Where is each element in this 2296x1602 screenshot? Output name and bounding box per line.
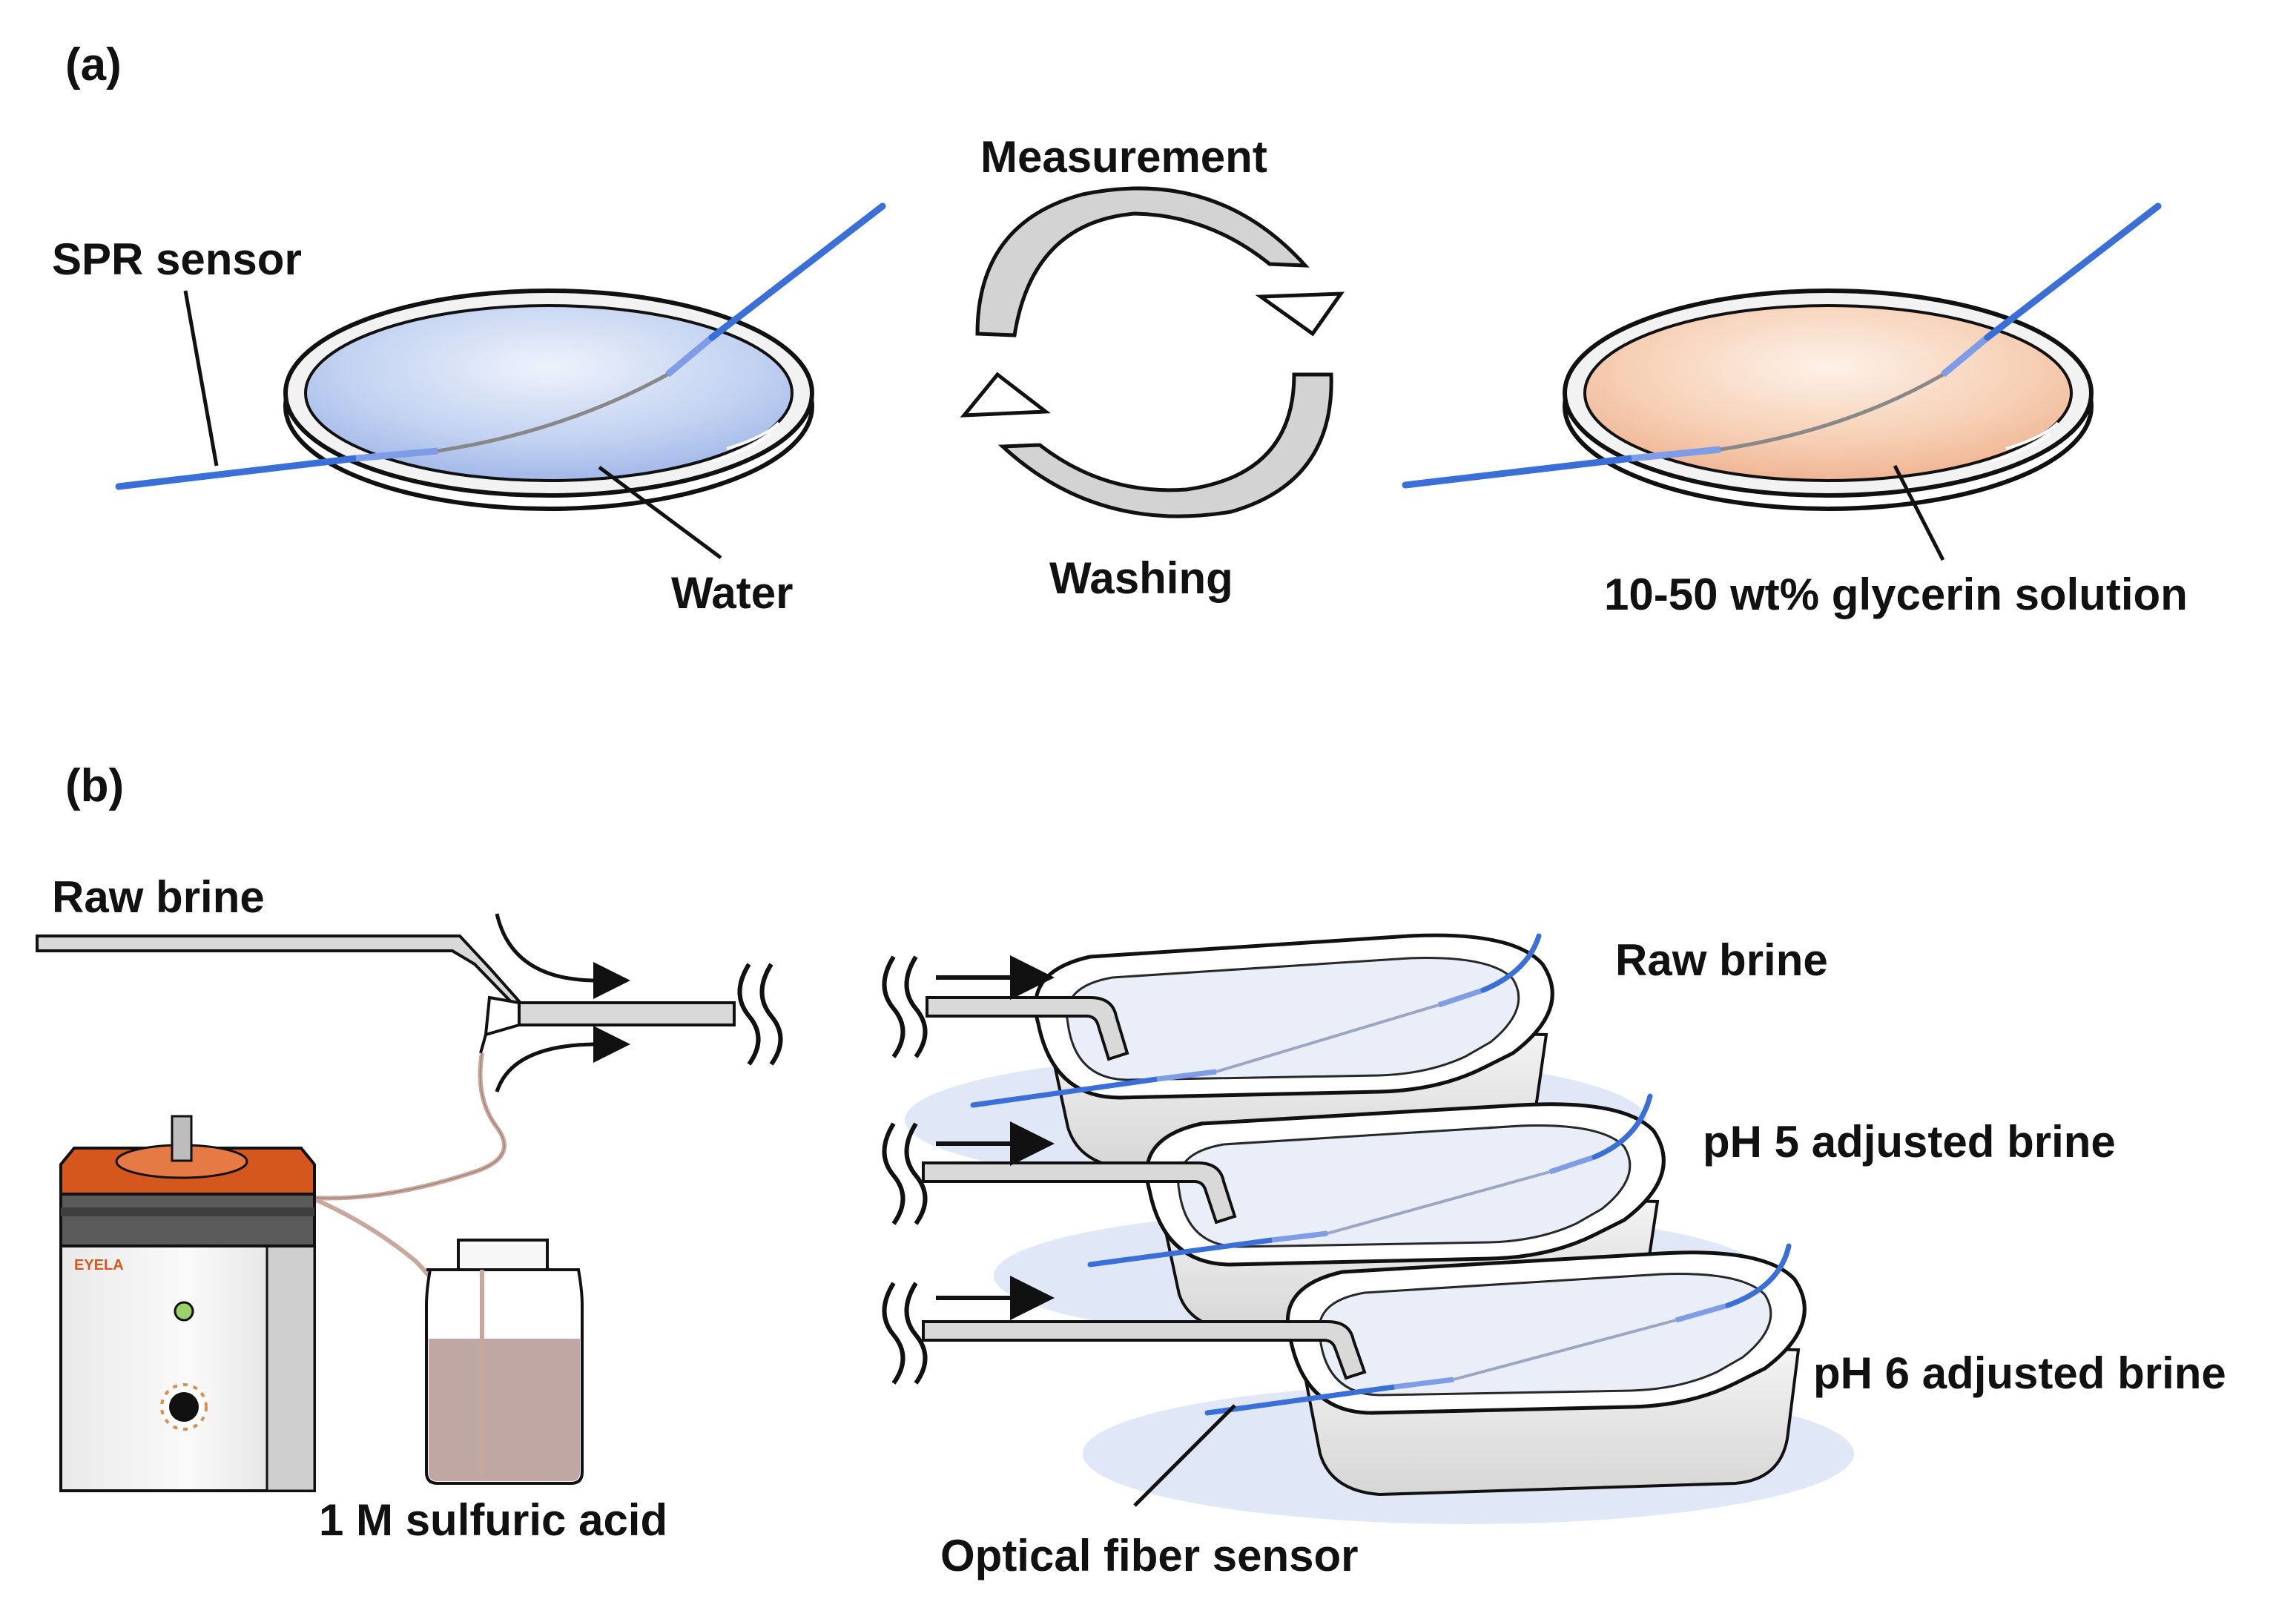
pipe-break-mark-ph6: [882, 1282, 928, 1385]
flow-arrows-mixing: [495, 913, 630, 1092]
cycle-washing-label: Washing: [1049, 553, 1233, 603]
spr-sensor-fiber-left: [115, 202, 886, 490]
pipe-break-mark-raw: [882, 955, 928, 1058]
water-dish: [283, 289, 814, 511]
inlet-pipe-ph6: [922, 1320, 1367, 1380]
pump-brand-label: EYELA: [74, 1257, 124, 1273]
tray-label-ph6-brine: pH 6 adjusted brine: [1813, 1348, 2226, 1398]
sensor-pointer-line: [183, 290, 219, 467]
brine-inlet-pipe: [36, 934, 736, 1054]
sulfuric-acid-label: 1 M sulfuric acid: [319, 1495, 667, 1545]
spr-sensor-fiber-right: [1402, 202, 2162, 489]
water-pointer-line: [598, 465, 722, 560]
glycerin-solution-label: 10-50 wt% glycerin solution: [1604, 570, 2188, 619]
tray-ph6-brine: [1285, 1250, 1807, 1497]
tray-label-raw-brine: Raw brine: [1615, 935, 1828, 985]
glycerin-dish: [1563, 289, 2094, 511]
inlet-pipe-raw-brine: [926, 996, 1129, 1061]
fiber-sensor-ph5: [1087, 1093, 1653, 1268]
panel-b-label: (b): [65, 760, 124, 811]
pipe-break-mark-ph5: [882, 1122, 928, 1225]
cycle-measurement-label: Measurement: [980, 132, 1267, 182]
fiber-sensor-raw: [970, 933, 1542, 1108]
peristaltic-pump: [59, 1115, 316, 1492]
tray-label-ph5-brine: pH 5 adjusted brine: [1703, 1117, 2116, 1167]
inlet-pipe-ph5: [922, 1161, 1237, 1224]
fiber-sensor-ph6: [1204, 1243, 1792, 1416]
glycerin-pointer-line: [1893, 464, 1945, 561]
spr-sensor-label: SPR sensor: [52, 234, 302, 284]
pipe-break-mark-left: [737, 963, 783, 1066]
fiber-pointer-line: [1133, 1404, 1236, 1507]
acid-dosing-tube-outline: [311, 1052, 505, 1199]
panel-a-label: (a): [65, 39, 122, 90]
raw-brine-inlet-label: Raw brine: [52, 872, 265, 922]
water-label: Water: [671, 568, 793, 618]
optical-fiber-sensor-label: Optical fiber sensor: [940, 1531, 1359, 1580]
cycle-arrows: [960, 186, 1345, 518]
sulfuric-acid-bottle: [425, 1239, 584, 1485]
